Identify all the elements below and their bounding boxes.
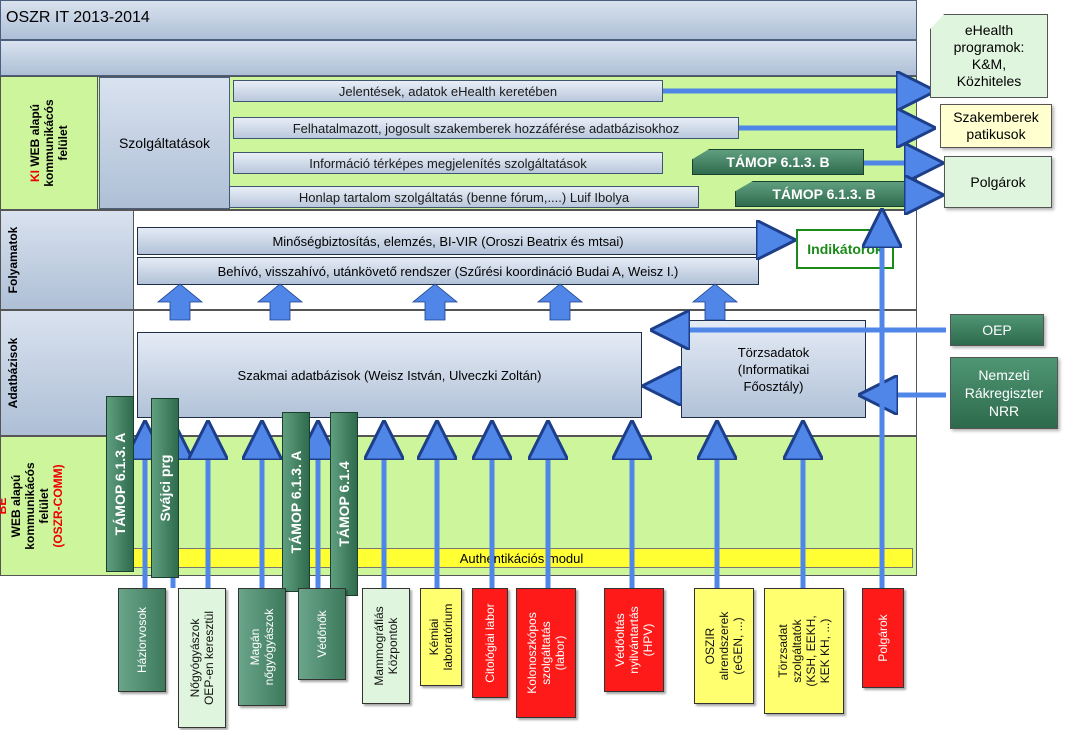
source-9-l3: (HPV) <box>641 623 655 657</box>
be-project-4-label: TÁMOP 6.1.4 <box>336 461 352 547</box>
source-9-l2: nyilvántartás <box>627 606 641 674</box>
service-access: Felhatalmazott, jogosult szakemberek hoz… <box>233 117 739 139</box>
input-nrr-l1: Nemzeti <box>978 367 1030 383</box>
page-title: OSZR IT 2013-2014 <box>6 9 150 26</box>
source-8-l3: (labor) <box>553 635 567 671</box>
output-ehealth-l3: K&M, <box>971 56 1007 72</box>
process-recall-label: Behívó, visszahívó, utánkövető rendszer … <box>217 263 679 279</box>
source-6-l1: Kémiai <box>427 618 441 656</box>
source-5-l2: Központok <box>386 617 400 675</box>
source-10-l1: OSZIR <box>703 627 717 665</box>
output-experts-l1: Szakemberek <box>953 109 1039 125</box>
service-access-label: Felhatalmazott, jogosult szakemberek hoz… <box>292 120 680 136</box>
output-ehealth-l4: Közhiteles <box>956 73 1022 89</box>
process-quality-label: Minőségbiztosítás, elemzés, BI-VIR (Oros… <box>272 233 624 249</box>
service-ehealth: Jelentések, adatok eHealth keretében <box>233 80 663 102</box>
service-map: Információ térképes megjelenítés szolgál… <box>233 152 663 174</box>
tamop-b-badge-1: TÁMOP 6.1.3. B <box>692 149 864 175</box>
database-master-line3: Főosztály) <box>743 378 804 394</box>
source-11-l4: KEK KH, ...) <box>818 618 832 684</box>
source-1-l1: Háziorvosok <box>135 606 149 674</box>
be-project-1-label: TÁMOP 6.1.3. A <box>112 432 128 536</box>
source-10-l3: (eGEN, ...) <box>731 617 745 675</box>
source-haziorvosok: Háziorvosok <box>118 588 166 692</box>
lane-folyamatok-label: Folyamatok <box>0 210 134 310</box>
output-citizens: Polgárok <box>944 156 1052 208</box>
input-nrr: Nemzeti Rákregiszter NRR <box>950 357 1058 429</box>
output-experts: Szakemberek patikusok <box>940 104 1052 148</box>
source-2-l1: Nőgyógyászok <box>188 618 202 698</box>
service-ehealth-label: Jelentések, adatok eHealth keretében <box>338 83 558 99</box>
input-oep-label: OEP <box>982 322 1012 338</box>
source-8-l2: szolgáltatás <box>539 621 553 685</box>
lane-ki-label: KI WEB alapú kommunikácós felület <box>0 76 98 210</box>
output-ehealth: eHealth programok: K&M, Közhiteles <box>930 14 1048 98</box>
tamop-b-label-2: TÁMOP 6.1.3. B <box>772 186 876 202</box>
input-nrr-l3: NRR <box>988 403 1020 419</box>
header-band <box>0 40 917 76</box>
service-web: Honlap tartalom szolgáltatás (benne fóru… <box>229 186 699 208</box>
source-10-l2: alrendszerek <box>717 611 731 681</box>
be-project-2-label: Svájci prg <box>157 454 173 522</box>
be-project-3-label: TÁMOP 6.1.3. A <box>288 450 304 554</box>
source-11-l1: Törzsadat <box>776 624 790 678</box>
source-citologia: Citológiai labor <box>472 588 508 698</box>
source-11-l3: (KSH, EEKH, <box>804 615 818 687</box>
source-vedonok: Védőnők <box>298 588 346 680</box>
database-main: Szakmai adatbázisok (Weisz István, Ulvec… <box>137 332 642 418</box>
source-11-l2: szolgáltatók <box>790 619 804 683</box>
source-4-l1: Védőnők <box>315 610 329 658</box>
services-label-box: Szolgáltatások <box>99 77 230 209</box>
be-project-2: Svájci prg <box>151 398 179 578</box>
source-12-l1: Polgárok <box>876 614 890 662</box>
database-master: Törzsadatok (Informatikai Főosztály) <box>681 320 866 418</box>
output-citizens-label: Polgárok <box>970 174 1026 190</box>
services-label: Szolgáltatások <box>118 135 211 151</box>
source-8-l1: Kolonoszkópos <box>525 612 539 694</box>
source-7-l1: Citológiai labor <box>483 603 497 683</box>
title-bar: OSZR IT 2013-2014 <box>0 0 917 40</box>
tamop-b-label-1: TÁMOP 6.1.3. B <box>726 154 830 170</box>
service-web-label: Honlap tartalom szolgáltatás (benne fóru… <box>298 189 630 205</box>
service-map-label: Információ térképes megjelenítés szolgál… <box>309 155 587 171</box>
process-recall: Behívó, visszahívó, utánkövető rendszer … <box>137 257 759 285</box>
output-ehealth-l1: eHealth <box>964 22 1014 38</box>
database-master-line1: Törzsadatok <box>737 344 810 360</box>
database-main-label: Szakmai adatbázisok (Weisz István, Ulvec… <box>237 367 542 383</box>
source-2-l2: OEP-en keresztül <box>202 610 216 706</box>
be-project-4: TÁMOP 6.1.4 <box>330 412 358 596</box>
source-3-l1: Magán <box>248 628 262 666</box>
source-6-l2: laboratórium <box>441 603 455 671</box>
database-master-line2: (Informatikai <box>737 361 810 377</box>
source-9-l1: Védőoltás <box>613 613 627 667</box>
input-oep: OEP <box>950 314 1044 346</box>
source-polgarok: Polgárok <box>862 588 904 688</box>
source-5-l1: Mammográfiás <box>372 606 386 686</box>
output-experts-l2: patikusok <box>966 126 1026 142</box>
be-project-3: TÁMOP 6.1.3. A <box>282 412 310 592</box>
be-project-1: TÁMOP 6.1.3. A <box>106 396 134 572</box>
input-nrr-l2: Rákregiszter <box>964 385 1044 401</box>
source-3-l2: nőgyógyászok <box>262 608 276 686</box>
output-ehealth-l2: programok: <box>953 39 1025 55</box>
tamop-b-badge-2: TÁMOP 6.1.3. B <box>735 181 913 207</box>
fat-arrows <box>156 283 739 321</box>
process-quality: Minőségbiztosítás, elemzés, BI-VIR (Oros… <box>137 227 759 255</box>
